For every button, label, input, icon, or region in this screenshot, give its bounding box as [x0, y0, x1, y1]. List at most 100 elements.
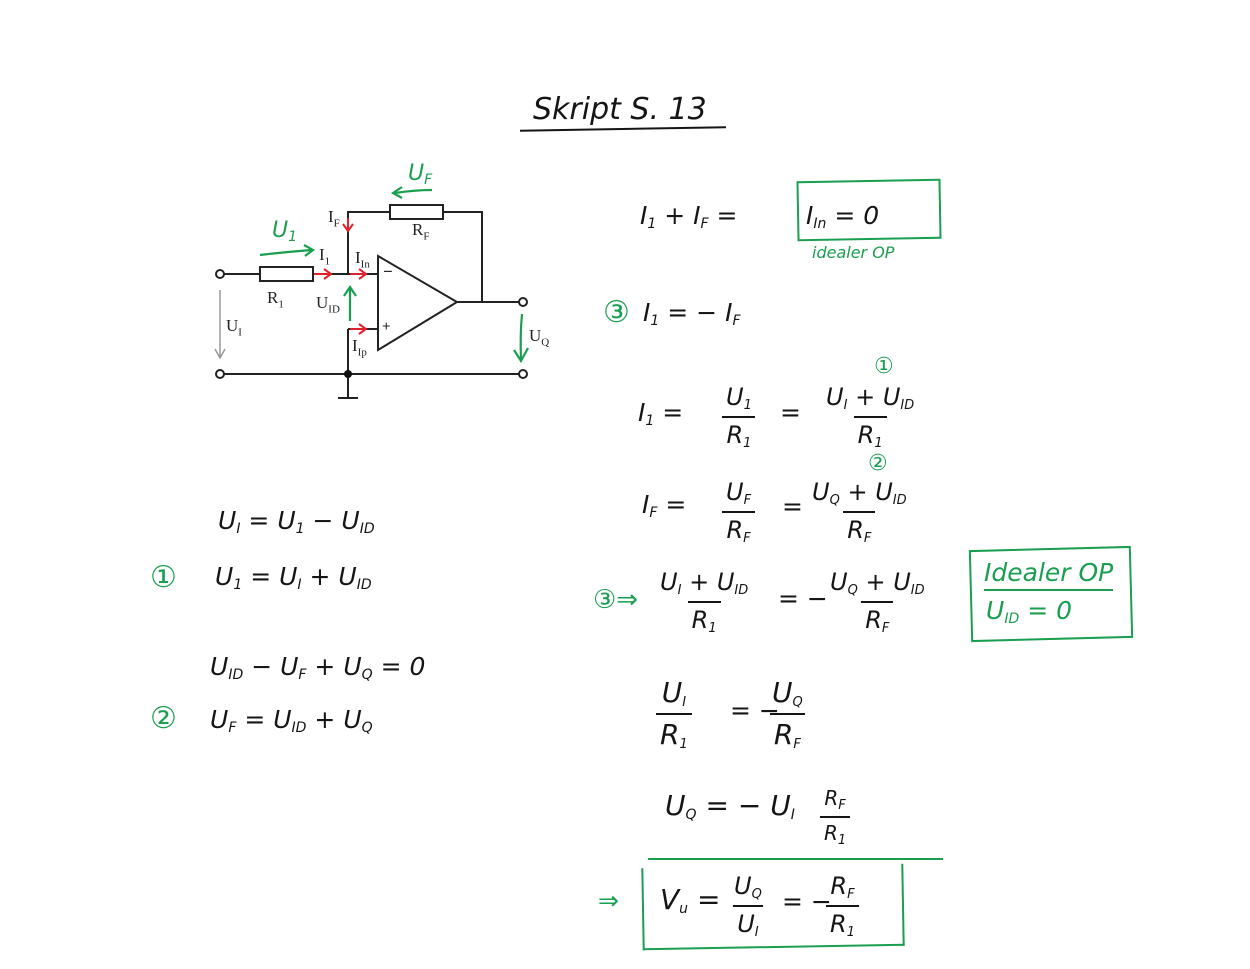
math-term: IIp	[352, 336, 367, 359]
math-term: I1	[638, 398, 655, 429]
denominator: RF	[843, 511, 876, 546]
math-term: I1	[643, 298, 660, 329]
ideal-op-title: Idealer OP	[984, 560, 1114, 591]
label-r1: R1	[267, 288, 284, 310]
label-iip: IIp	[352, 336, 367, 358]
result-lhs: Vu =	[660, 883, 720, 917]
math-term: RF	[773, 718, 801, 752]
math-term: RF	[830, 872, 855, 902]
math-term: RF	[847, 516, 872, 546]
math-term: =	[834, 201, 856, 230]
math-term: I1	[319, 245, 331, 268]
page-title: Skript S. 13	[533, 92, 707, 127]
denominator: RF	[722, 511, 755, 546]
math-term: UID	[341, 506, 375, 537]
math-term: RF	[412, 220, 430, 243]
label-if: IF	[328, 207, 340, 229]
eq-ui: UI = U1 − UID	[218, 508, 375, 536]
math-term: UID	[316, 293, 340, 316]
feedback-wire	[347, 211, 483, 302]
math-term: −	[737, 789, 762, 822]
label-ui: UI	[226, 316, 242, 338]
neg-eq-2: = −	[730, 696, 780, 725]
marker-2-right: ②	[868, 451, 888, 476]
math-term: UID	[893, 568, 925, 598]
math-term: IIn	[806, 201, 827, 232]
math-term: =	[380, 652, 402, 681]
math-term: UI	[279, 562, 302, 593]
result-box-top	[648, 858, 943, 860]
math-term: U1	[726, 383, 752, 413]
current-arrows	[314, 218, 368, 335]
eq-kcl: I1 + IF =	[640, 203, 738, 231]
math-term: =	[705, 789, 729, 822]
math-term: 0	[1056, 596, 1072, 625]
annotation-u1: U1	[272, 220, 297, 245]
input-terminal-top	[215, 269, 225, 279]
math-term: UID	[716, 568, 749, 598]
label-minus: −	[383, 262, 393, 281]
output-terminal-bottom	[518, 369, 528, 379]
denominator: UI	[733, 905, 763, 940]
math-term: UID	[338, 562, 372, 593]
math-term: IF	[693, 201, 709, 232]
math-term: =	[250, 562, 272, 591]
math-term: IF	[642, 490, 658, 521]
math-term: +	[855, 383, 876, 411]
math-term: R1	[267, 288, 284, 311]
math-term: =	[665, 490, 687, 519]
eq-uf: UF = UID + UQ	[210, 707, 373, 735]
numerator: RF	[820, 786, 849, 816]
math-term: R1	[691, 606, 717, 636]
math-term: UID	[882, 383, 915, 413]
numerator: UQ	[730, 872, 766, 905]
math-term: UQ	[529, 326, 550, 349]
label-i1: I1	[319, 245, 330, 267]
numerator: UI + UID	[822, 383, 918, 416]
math-term: 0	[409, 652, 426, 681]
eq-i1-if: I1 = − IF	[643, 300, 741, 328]
math-term: =	[1027, 596, 1049, 625]
math-term: IF	[725, 298, 741, 329]
math-term: UID	[210, 652, 244, 683]
frac-sub-left: UI + UID R1	[656, 568, 752, 636]
denominator: R1	[826, 905, 859, 940]
denominator: R1	[656, 713, 692, 752]
marker-1: ①	[150, 560, 177, 595]
ui-arrow	[214, 290, 226, 360]
math-term: +	[309, 562, 331, 591]
math-term: UI	[770, 789, 795, 823]
marker-3: ③	[603, 295, 630, 330]
numerator: UF	[722, 478, 755, 511]
label-iin: IIn	[355, 248, 370, 270]
kcl-note: idealer OP	[812, 243, 895, 262]
math-term: UI	[660, 568, 682, 598]
math-term: +	[664, 201, 686, 230]
resistor-rf	[389, 204, 444, 220]
ideal-op-eq: UID = 0	[986, 598, 1072, 626]
math-term: +	[865, 568, 886, 596]
math-term: UQ	[830, 568, 858, 598]
math-term: −	[251, 652, 273, 681]
denominator: R1	[853, 416, 887, 451]
math-term: I1	[640, 201, 657, 232]
math-term: +	[689, 568, 710, 596]
junction-dot	[344, 370, 352, 378]
marker-3-implies: ③⇒	[593, 585, 639, 615]
math-term: UID	[875, 478, 907, 508]
math-term: IF	[328, 207, 340, 230]
math-term: UID	[273, 705, 307, 736]
math-term: U1	[277, 506, 305, 537]
math-term: Vu	[660, 883, 689, 917]
neg-eq-3: = −	[782, 887, 832, 916]
numerator: UQ + UID	[808, 478, 911, 511]
eq-iin: IIn = 0	[806, 203, 879, 231]
math-term: +	[314, 652, 336, 681]
math-term: UF	[408, 161, 433, 188]
label-rf: RF	[412, 220, 429, 242]
eq-mesh: UID − UF + UQ = 0	[210, 654, 425, 682]
